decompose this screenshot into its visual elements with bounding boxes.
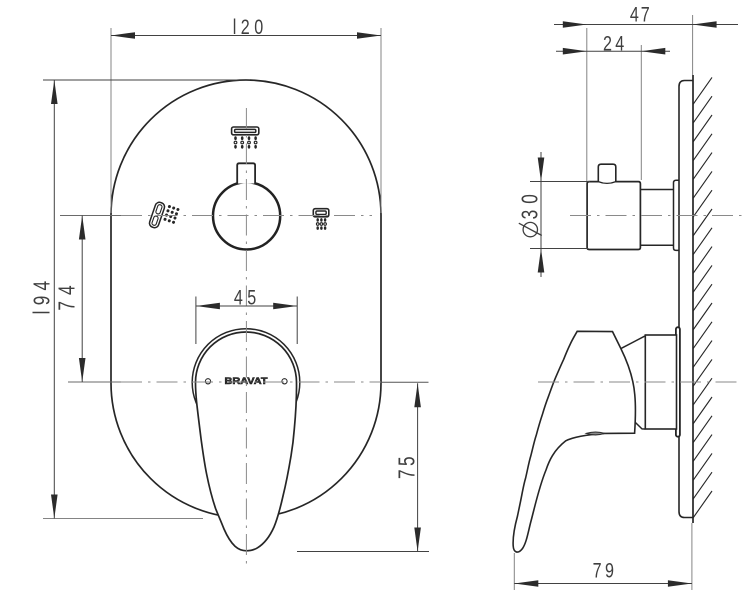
svg-text:l20: l20 — [233, 16, 268, 40]
svg-text:79: 79 — [593, 559, 618, 583]
svg-text:30: 30 — [518, 188, 543, 219]
svg-text:75: 75 — [395, 453, 420, 479]
svg-text:45: 45 — [234, 286, 261, 310]
svg-text:47: 47 — [630, 3, 652, 27]
svg-text:l94: l94 — [30, 276, 55, 315]
svg-text:74: 74 — [55, 279, 80, 310]
svg-text:24: 24 — [603, 32, 628, 56]
